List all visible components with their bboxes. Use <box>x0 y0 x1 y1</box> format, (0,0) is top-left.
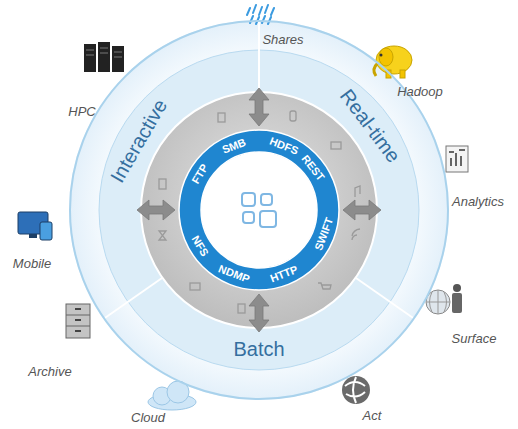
elephant-ear <box>379 48 393 66</box>
endpoint-label: Act <box>363 409 382 424</box>
cabinet-handle <box>75 308 81 310</box>
mobile-icon <box>18 212 52 240</box>
monitor-stand <box>29 234 37 238</box>
document-icon <box>238 304 245 313</box>
access-mode-label: Batch <box>233 338 284 361</box>
endpoint-label: HPC <box>68 105 95 120</box>
cabinet-handle <box>75 330 81 332</box>
logo-square <box>243 212 254 223</box>
envelope-icon <box>331 142 341 149</box>
ring-icons <box>159 111 360 313</box>
endpoint-label: Hadoop <box>397 85 443 100</box>
music-icon <box>355 186 360 197</box>
divider <box>356 278 415 319</box>
sector-dividers <box>103 20 414 319</box>
endpoint-label: Cloud <box>131 411 165 426</box>
divider <box>258 20 260 92</box>
cart-icon <box>318 283 331 289</box>
server-slots <box>86 48 122 57</box>
cabinet-drawers <box>66 315 90 326</box>
hpc-icon <box>84 42 124 72</box>
elephant-eye <box>380 54 383 57</box>
double-arrows <box>137 88 381 332</box>
access-mode-label: Interactive <box>106 95 172 186</box>
archive-icon <box>66 304 90 338</box>
endpoint-label: Archive <box>28 365 71 380</box>
ring-node: Interactive Real-timeBatch SMBHDFSRESTSWIF… <box>69 20 449 400</box>
logo-square <box>260 211 276 227</box>
endpoint-label: Analytics <box>452 195 504 210</box>
act-globe <box>342 376 370 404</box>
gray-disk <box>141 92 377 328</box>
tablet-icon <box>159 179 166 189</box>
ring-band <box>99 50 419 370</box>
elephant-leg <box>400 70 405 78</box>
endpoint-label: Surface <box>452 332 497 347</box>
protocol-ring <box>179 130 339 290</box>
hourglass-icon <box>159 231 166 240</box>
double-arrow <box>249 294 269 332</box>
phone-icon <box>290 111 296 121</box>
node-outline <box>179 130 339 290</box>
protocol-ring-node: SMBHDFSRESTSWIFTHTTPNDMPNFSFTP <box>179 130 339 290</box>
cabinet-handle <box>75 319 81 321</box>
access-mode-label: Real-time <box>335 85 405 167</box>
server <box>98 42 110 72</box>
elephant-trunk <box>374 63 378 76</box>
analytics-panel <box>446 146 468 172</box>
logo-square <box>261 194 272 205</box>
person-body <box>452 293 462 313</box>
center-logo <box>242 193 276 227</box>
person-head <box>453 284 461 292</box>
server <box>112 46 124 72</box>
outer-ring <box>70 21 448 399</box>
double-arrow <box>137 200 175 220</box>
divider <box>103 278 162 319</box>
server <box>84 44 96 72</box>
act-swoosh <box>345 377 365 403</box>
logo-square <box>242 193 255 206</box>
endpoint-label: Shares <box>262 33 303 48</box>
clipboard-icon <box>218 113 225 122</box>
analytics-bars <box>449 150 465 166</box>
double-arrow <box>343 200 381 220</box>
double-arrow <box>249 88 269 126</box>
act-icon <box>342 376 370 404</box>
hadoop-icon <box>374 46 412 78</box>
outer-disk <box>69 20 449 400</box>
elephant-body <box>376 46 412 74</box>
analytics-icon <box>446 146 468 172</box>
endpoint-label: Mobile <box>13 257 51 272</box>
camera-icon <box>190 283 200 290</box>
phone <box>40 222 52 240</box>
cabinet <box>66 304 90 338</box>
wifi-icon <box>352 229 360 240</box>
